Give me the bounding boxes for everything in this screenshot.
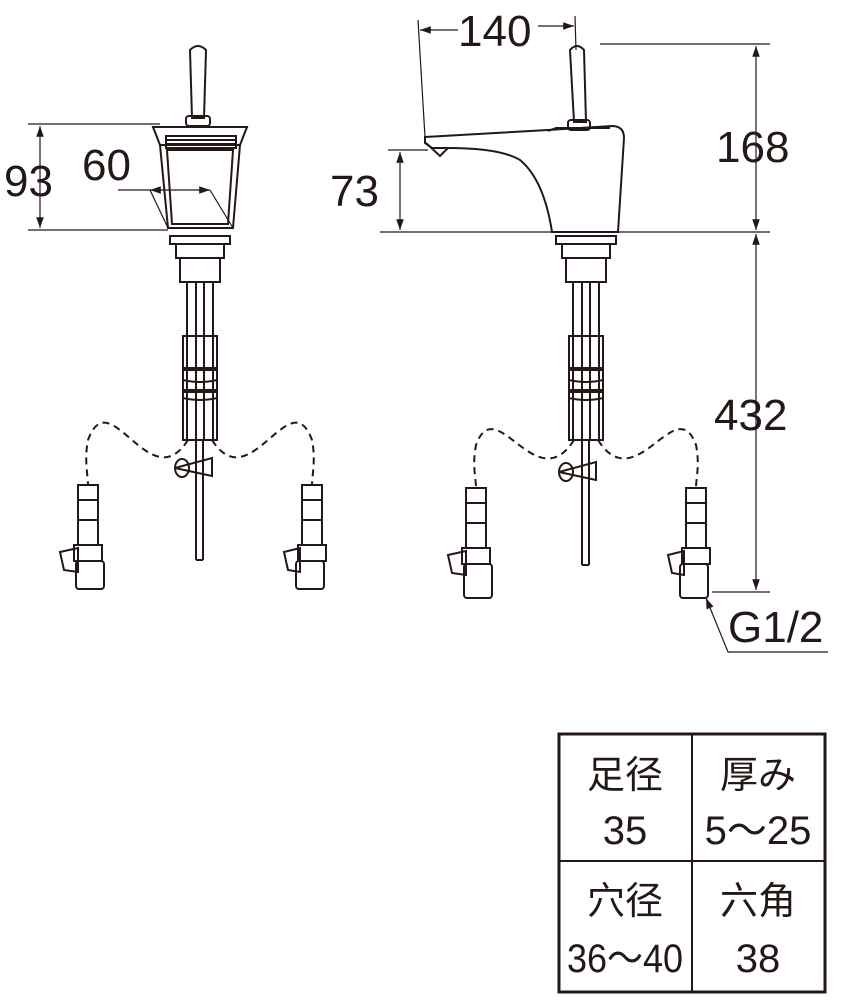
dimension-labels: 93 60 140 168 73 432 G1/2	[4, 7, 823, 652]
front-shank	[179, 257, 221, 283]
front-lever	[188, 45, 208, 119]
dim-168: 168	[716, 123, 789, 172]
dim-60: 60	[82, 141, 131, 190]
side-hose-right	[597, 428, 699, 489]
spec-value-hole-diameter: 36～40	[567, 937, 683, 981]
dim-93: 93	[4, 157, 53, 206]
side-dim-lines	[380, 15, 828, 653]
spec-value-thickness: 5～25	[705, 809, 812, 853]
side-lever	[568, 45, 588, 123]
front-hose-right	[211, 421, 315, 486]
front-hose-left	[85, 421, 189, 486]
spec-value-hex: 38	[736, 937, 781, 981]
side-base-flange	[555, 235, 617, 245]
front-base-flange	[169, 235, 231, 245]
side-body	[424, 124, 626, 233]
front-base-nut	[175, 243, 225, 259]
spec-label-hole-diameter: 穴径	[587, 879, 663, 923]
dim-73: 73	[330, 167, 379, 216]
spec-label-foot-diameter: 足径	[587, 753, 663, 797]
front-dim-lines	[28, 123, 234, 231]
spec-label-thickness: 厚み	[720, 753, 796, 797]
spec-value-foot-diameter: 35	[603, 809, 648, 853]
side-base-nut	[561, 243, 611, 259]
spec-table: 足径 35 厚み 5～25 穴径 36～40 六角 38	[557, 732, 827, 994]
dim-432: 432	[714, 391, 787, 440]
side-shank	[565, 257, 607, 283]
spec-label-hex: 六角	[720, 879, 796, 923]
front-view	[58, 45, 327, 590]
side-hose-left	[473, 428, 575, 489]
dim-thread: G1/2	[728, 603, 823, 652]
side-view	[424, 45, 711, 599]
dim-140: 140	[458, 7, 531, 56]
